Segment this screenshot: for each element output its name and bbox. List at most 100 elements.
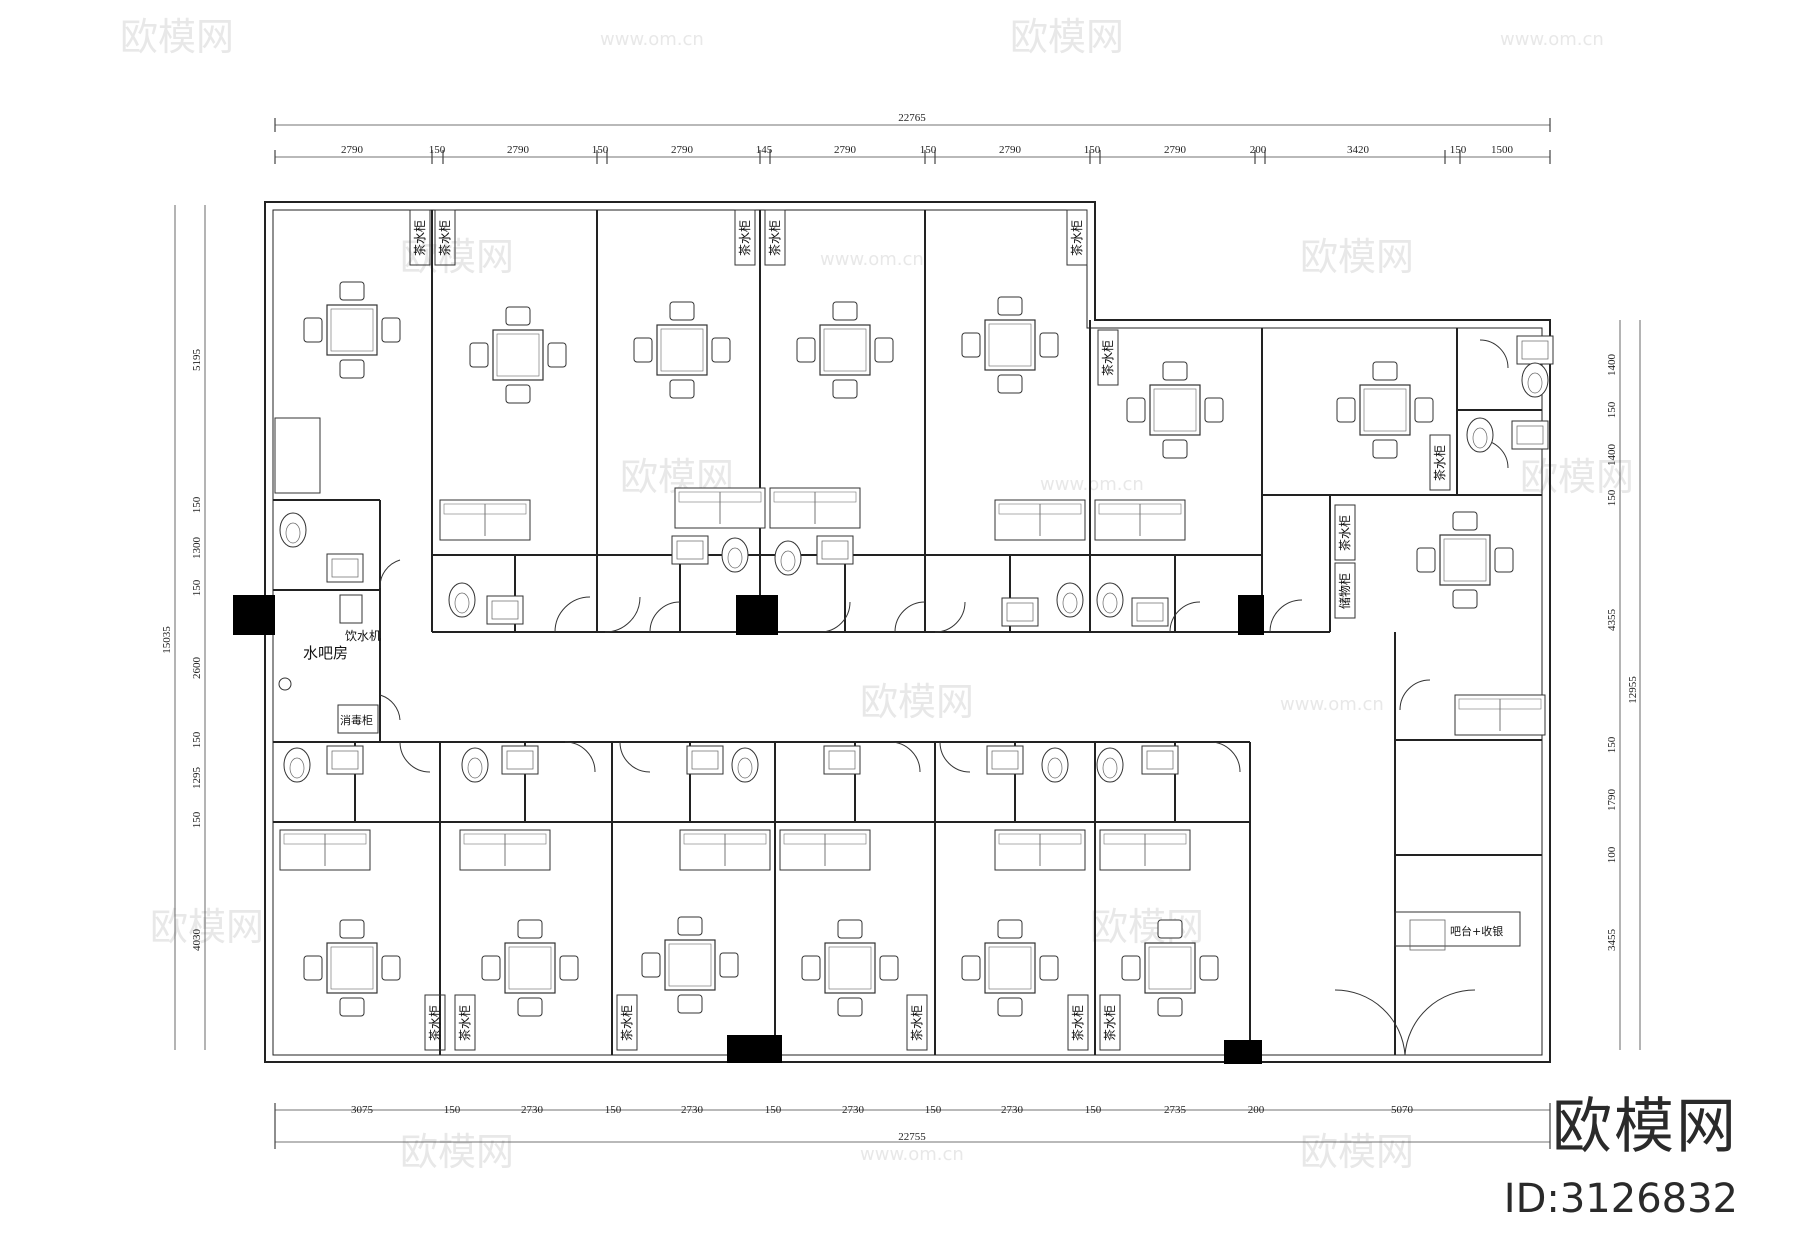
water-dispenser-label: 饮水机 xyxy=(345,629,381,643)
tea-cabinet-label: 茶水柜 xyxy=(1100,340,1115,376)
dim-top: 2790 xyxy=(671,144,694,156)
tea-cabinet-label: 茶水柜 xyxy=(1432,445,1447,481)
dim-left: 150 xyxy=(191,496,203,513)
watermark-url: www.om.cn xyxy=(1040,474,1144,495)
dim-right: 150 xyxy=(1606,489,1618,506)
watermark-brand: 欧模网 xyxy=(1090,905,1204,949)
dim-right-total: 12955 xyxy=(1627,676,1639,704)
dim-bottom: 2730 xyxy=(681,1104,704,1116)
dim-top: 150 xyxy=(1084,144,1101,156)
dim-top: 2790 xyxy=(834,144,857,156)
tea-cabinet-label: 茶水柜 xyxy=(427,1005,442,1041)
dim-top: 150 xyxy=(429,144,446,156)
tea-cabinet-label: 茶水柜 xyxy=(1337,515,1352,551)
dimension-lines xyxy=(174,118,1641,1149)
dim-right: 3455 xyxy=(1606,929,1618,952)
sink-icon xyxy=(278,677,292,691)
dim-right: 1790 xyxy=(1606,789,1618,812)
dim-left: 2600 xyxy=(191,657,203,680)
dim-bottom: 3075 xyxy=(351,1104,374,1116)
tea-cabinet-label: 茶水柜 xyxy=(909,1005,924,1041)
tea-cabinet-label: 茶水柜 xyxy=(767,220,782,256)
dim-top: 3420 xyxy=(1347,144,1370,156)
structural-columns xyxy=(233,595,1264,1064)
top-dimensions: 22765 2790 150 2790 150 2790 145 2790 15… xyxy=(341,112,1514,156)
dim-top: 2790 xyxy=(507,144,530,156)
dim-top: 145 xyxy=(756,144,773,156)
watermark-brand: 欧模网 xyxy=(400,235,514,279)
water-bar-room-label: 水吧房 xyxy=(303,644,348,662)
dim-right: 150 xyxy=(1606,736,1618,753)
dim-top: 2790 xyxy=(999,144,1022,156)
dim-top: 150 xyxy=(920,144,937,156)
dim-bottom: 2730 xyxy=(1001,1104,1024,1116)
dim-bottom: 2735 xyxy=(1164,1104,1187,1116)
dim-bottom: 150 xyxy=(1085,1104,1102,1116)
dim-bottom: 150 xyxy=(765,1104,782,1116)
dim-left: 1300 xyxy=(191,537,203,560)
tea-cabinet-label: 茶水柜 xyxy=(457,1005,472,1041)
dim-bottom: 2730 xyxy=(842,1104,865,1116)
tea-cabinets: 茶水柜 茶水柜 茶水柜 茶水柜 茶水柜 茶水柜 茶水柜 茶水柜 储物柜 茶水柜 … xyxy=(409,209,1451,1051)
dim-right: 4355 xyxy=(1606,609,1618,632)
dim-left: 5195 xyxy=(191,349,203,372)
dim-right: 150 xyxy=(1606,401,1618,418)
dim-right: 100 xyxy=(1606,846,1618,863)
watermark-brand: 欧模网 xyxy=(400,1130,514,1174)
walls xyxy=(264,201,1551,1063)
watermark-layer: 欧模网 www.om.cn 欧模网 www.om.cn 欧模网 www.om.c… xyxy=(120,15,1634,1174)
watermark-brand: 欧模网 xyxy=(1300,235,1414,279)
dim-right: 1400 xyxy=(1606,354,1618,377)
brand-logo: 欧模网 xyxy=(1552,1092,1738,1162)
tea-cabinet-label: 茶水柜 xyxy=(1069,220,1084,256)
watermark-url: www.om.cn xyxy=(1280,694,1384,715)
tea-cabinet-label: 茶水柜 xyxy=(737,220,752,256)
tea-cabinet-label: 茶水柜 xyxy=(1070,1005,1085,1041)
dim-bottom: 150 xyxy=(605,1104,622,1116)
dim-top: 150 xyxy=(592,144,609,156)
mahjong-tables xyxy=(303,281,1514,1017)
dim-top: 1500 xyxy=(1491,144,1514,156)
tea-cabinet-label: 茶水柜 xyxy=(412,220,427,256)
doors xyxy=(379,339,1509,1056)
dim-bottom: 5070 xyxy=(1391,1104,1414,1116)
dim-top-total: 22765 xyxy=(898,112,926,124)
dim-left-total: 15035 xyxy=(161,626,173,654)
bar-counter-label: 吧台+收银 xyxy=(1450,924,1503,938)
watermark-brand: 欧模网 xyxy=(860,680,974,724)
dim-top: 200 xyxy=(1250,144,1267,156)
dim-top: 150 xyxy=(1450,144,1467,156)
storage-cabinet-label: 储物柜 xyxy=(1337,573,1352,609)
dim-top: 2790 xyxy=(341,144,364,156)
watermark-url: www.om.cn xyxy=(600,29,704,50)
dim-left: 150 xyxy=(191,731,203,748)
watermark-brand: 欧模网 xyxy=(120,15,234,59)
tea-cabinet-label: 茶水柜 xyxy=(1102,1005,1117,1041)
dim-left: 150 xyxy=(191,811,203,828)
watermark-brand: 欧模网 xyxy=(150,905,264,949)
dim-bottom: 150 xyxy=(444,1104,461,1116)
tea-cabinet-label: 茶水柜 xyxy=(619,1005,634,1041)
dim-left: 1295 xyxy=(191,767,203,790)
water-bar-room: 饮水机 水吧房 消毒柜 xyxy=(278,594,381,734)
watermark-brand: 欧模网 xyxy=(1300,1130,1414,1174)
dim-bottom-total: 22755 xyxy=(898,1131,926,1143)
watermark-brand: 欧模网 xyxy=(1010,15,1124,59)
left-dimensions: 5195 150 1300 150 2600 150 1295 150 4030… xyxy=(161,349,203,952)
watermark-url: www.om.cn xyxy=(1500,29,1604,50)
watermark-url: www.om.cn xyxy=(860,1144,964,1165)
bar-counter: 吧台+收银 xyxy=(1394,911,1521,951)
dim-bottom: 150 xyxy=(925,1104,942,1116)
brand-id: ID:3126832 xyxy=(1503,1176,1738,1222)
sofas xyxy=(274,417,1546,871)
bottom-dimensions: 3075 150 2730 150 2730 150 2730 150 2730… xyxy=(351,1104,1414,1143)
sterilizer-cabinet-label: 消毒柜 xyxy=(340,713,373,727)
watermark-brand: 欧模网 xyxy=(1520,455,1634,499)
right-dimensions: 1400 150 1400 150 4355 150 1790 100 3455… xyxy=(1606,354,1639,952)
dim-bottom: 200 xyxy=(1248,1104,1265,1116)
dim-left: 150 xyxy=(191,579,203,596)
dim-bottom: 2730 xyxy=(521,1104,544,1116)
dim-right: 1400 xyxy=(1606,444,1618,467)
dim-left: 4030 xyxy=(191,929,203,952)
